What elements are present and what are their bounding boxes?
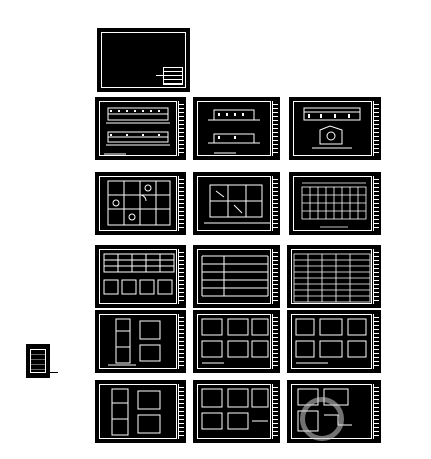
title-block (178, 249, 184, 304)
detail-sheet-4[interactable] (95, 380, 186, 443)
title-block (373, 176, 379, 231)
schedule-sheet-2[interactable] (193, 245, 280, 308)
sheet-frame (197, 176, 271, 231)
sheet-thumbnail[interactable] (26, 344, 50, 378)
cover-sheet[interactable] (97, 28, 190, 92)
section-sheet[interactable] (289, 97, 381, 160)
title-block (373, 384, 379, 439)
grid-plan-sheet[interactable] (289, 172, 381, 235)
sheet-frame (99, 176, 177, 231)
detail-drawing-icon (201, 388, 269, 430)
title-block (178, 101, 184, 156)
sheet-frame (99, 101, 177, 156)
title-block (373, 314, 379, 369)
sheet-frame (99, 384, 177, 439)
title-block (373, 101, 379, 156)
title-block (373, 249, 379, 304)
seal-ring (300, 397, 344, 441)
title-block (178, 176, 184, 231)
grid-plan-icon (301, 182, 367, 228)
sheet-frame (291, 249, 372, 304)
elevation-drawing-icon (104, 107, 170, 155)
sheet-frame (101, 32, 186, 88)
detail-drawing-icon (295, 318, 367, 364)
sheet-frame (99, 314, 177, 369)
floor-plan-icon (204, 184, 270, 224)
title-block (272, 249, 278, 304)
floor-plan-sheet-2[interactable] (193, 172, 280, 235)
floor-plan-icon (107, 180, 171, 226)
title-block (272, 314, 278, 369)
title-block-icon (163, 67, 183, 85)
divider-line (156, 75, 166, 76)
elevation-sheet-1[interactable] (95, 97, 186, 160)
detail-drawing-icon (201, 318, 269, 364)
title-block (178, 384, 184, 439)
detail-drawing-icon (111, 388, 161, 436)
sheet-thumbnail-icon (30, 349, 46, 373)
title-block (272, 176, 278, 231)
sheet-frame (197, 314, 271, 369)
schedule-sheet-1[interactable] (95, 245, 186, 308)
watermark-seal-icon (300, 395, 425, 443)
elevation-sheet-2[interactable] (193, 97, 280, 160)
sheet-frame (99, 249, 177, 304)
divider-line (48, 372, 58, 373)
detail-sheet-2[interactable] (193, 310, 280, 373)
schedule-table-icon (103, 253, 175, 295)
title-block (272, 101, 278, 156)
sheet-frame (197, 101, 271, 156)
detail-sheet-1[interactable] (95, 310, 186, 373)
title-block (272, 384, 278, 439)
floor-plan-sheet-1[interactable] (95, 172, 186, 235)
sheet-frame (197, 384, 271, 439)
title-block (178, 314, 184, 369)
detail-drawing-icon (108, 318, 161, 366)
sheet-frame (293, 101, 372, 156)
schedule-table-icon (201, 255, 269, 297)
sheet-frame (197, 249, 271, 304)
sheet-frame (293, 176, 372, 231)
section-drawing-icon (303, 107, 361, 149)
elevation-drawing-icon (208, 109, 260, 154)
sheet-frame (291, 314, 372, 369)
schedule-sheet-3[interactable] (287, 245, 381, 308)
detail-sheet-5[interactable] (193, 380, 280, 443)
schedule-table-icon (293, 253, 371, 303)
detail-sheet-3[interactable] (287, 310, 381, 373)
